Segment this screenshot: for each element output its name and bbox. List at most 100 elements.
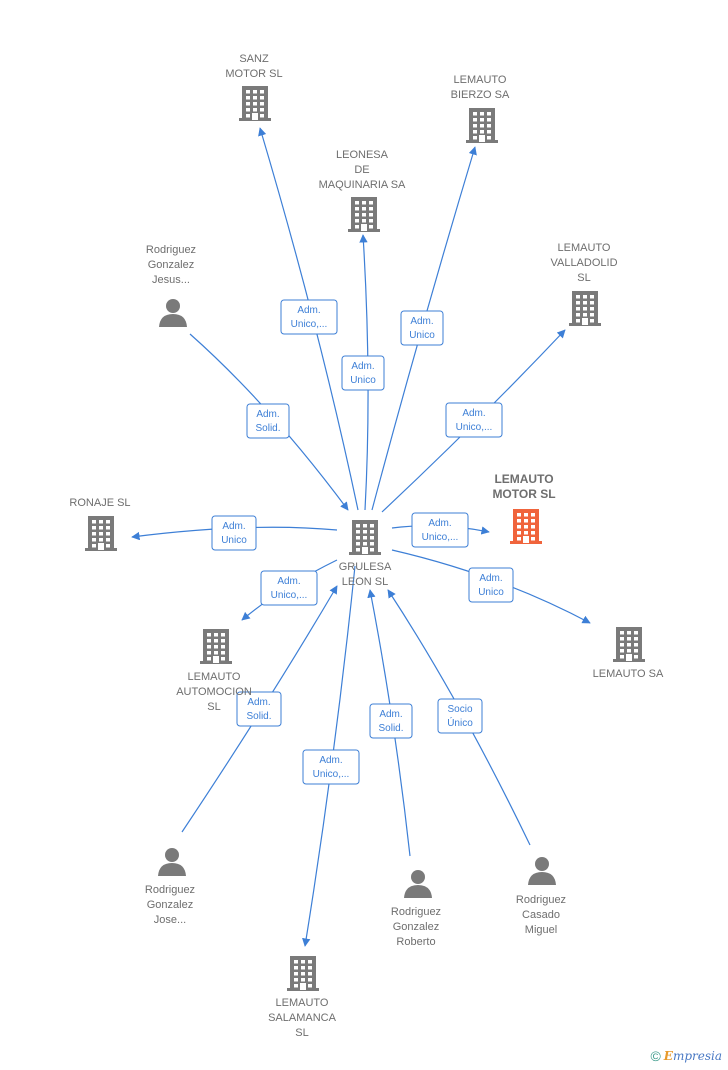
edge-label-text: Adm.	[379, 709, 402, 720]
edge-label-text: Adm.	[247, 697, 270, 708]
edge-label-text: Único	[447, 716, 473, 729]
edge-label-text: Adm.	[351, 361, 374, 372]
edge-label-box	[280, 299, 338, 335]
node-jesus[interactable]: RodriguezGonzalezJesus...	[146, 244, 196, 327]
edge-label-text: Adm.	[410, 316, 433, 327]
building-icon	[569, 291, 601, 326]
building-icon	[510, 509, 542, 544]
edge-label-roberto[interactable]: Adm. Solid.	[369, 703, 413, 739]
edge-label-box	[411, 512, 469, 548]
edge-label-box	[341, 355, 385, 391]
edge-label-leonesa[interactable]: Adm. Unico	[341, 355, 385, 391]
node-label: DE	[354, 164, 369, 176]
node-ronaje[interactable]: RONAJE SL	[69, 497, 131, 551]
edge-label-text: Socio	[447, 704, 472, 715]
node-label: SL	[295, 1027, 308, 1039]
node-label: LEMAUTO SA	[593, 668, 664, 680]
node-label: LEMAUTO	[454, 74, 507, 86]
edge-label-text: Solid.	[378, 723, 403, 734]
edge-label-jesus[interactable]: Adm. Solid.	[246, 403, 290, 439]
edge-label-jose[interactable]: Adm. Solid.	[236, 691, 282, 727]
edge-label-text: Unico,...	[422, 532, 459, 543]
node-bierzo[interactable]: LEMAUTO BIERZO SA	[451, 74, 510, 143]
node-label: Rodriguez	[146, 244, 196, 256]
edge-label-ronaje[interactable]: Adm. Unico	[211, 515, 257, 551]
building-icon	[466, 108, 498, 143]
edge-label-text: Unico	[221, 535, 247, 546]
person-icon	[159, 299, 187, 327]
node-label: Roberto	[396, 936, 435, 948]
edge-label-text: Unico	[350, 375, 376, 386]
building-icon	[613, 627, 645, 662]
edge-label-text: Solid.	[255, 423, 280, 434]
edge-label-automocion[interactable]: Adm.Unico,...	[260, 570, 318, 606]
node-label: Gonzalez	[393, 921, 439, 933]
node-label: Jose...	[154, 914, 186, 926]
building-icon	[200, 629, 232, 664]
edge-label-motor[interactable]: Adm. Unico,...	[411, 512, 469, 548]
edge-label-lemautosa[interactable]: Adm.Unico	[468, 567, 514, 603]
copyright-icon: ©	[650, 1048, 661, 1064]
person-icon	[158, 848, 186, 876]
node-label: AUTOMOCION	[176, 686, 252, 698]
edge-label-box	[236, 691, 282, 727]
edge-label-text: Unico,...	[456, 422, 493, 433]
edge-label-text: Unico,...	[291, 319, 328, 330]
node-label: MOTOR SL	[492, 487, 555, 501]
node-lemautosa[interactable]: LEMAUTO SA	[593, 627, 664, 680]
node-label: Miguel	[525, 924, 557, 936]
node-jose[interactable]: RodriguezGonzalezJose...	[145, 848, 195, 926]
edge-label-box	[437, 698, 483, 734]
node-label: BIERZO SA	[451, 89, 510, 101]
edge-labels-layer: Adm.Unico,...Adm.UnicoAdm.UnicoAdm.Unico…	[211, 299, 514, 785]
building-icon	[85, 516, 117, 551]
node-label: Gonzalez	[148, 259, 194, 271]
empresia-logo[interactable]: Empresia	[663, 1049, 722, 1063]
edge-label-text: Adm.	[256, 409, 279, 420]
edge-label-bierzo[interactable]: Adm. Unico	[400, 310, 444, 346]
edge-label-salamanca[interactable]: Adm. Unico,...	[302, 749, 360, 785]
node-label: Jesus...	[152, 274, 190, 286]
node-label: LEMAUTO	[494, 472, 553, 486]
edge-label-box	[211, 515, 257, 551]
node-label: LEMAUTO	[276, 997, 329, 1009]
edge-label-text: Solid.	[246, 711, 271, 722]
node-label: Rodriguez	[516, 894, 566, 906]
edge-label-text: Adm.	[222, 521, 245, 532]
node-label: MOTOR SL	[225, 68, 282, 80]
edge-label-valladolid[interactable]: Adm.Unico,...	[445, 402, 503, 438]
edge-label-text: Unico	[478, 587, 504, 598]
edge-label-box	[445, 402, 503, 438]
edge-label-text: Unico,...	[313, 769, 350, 780]
edge-label-text: Adm.	[428, 518, 451, 529]
node-label: Casado	[522, 909, 560, 921]
node-label: Gonzalez	[147, 899, 193, 911]
building-icon	[239, 86, 271, 121]
edge-label-box	[246, 403, 290, 439]
edge-label-box	[260, 570, 318, 606]
node-label: SL	[577, 272, 590, 284]
node-label: SALAMANCA	[268, 1012, 337, 1024]
edge-label-text: Unico	[409, 330, 435, 341]
footer-brand: © Empresia	[650, 1048, 722, 1064]
node-label: LEONESA	[336, 149, 389, 161]
edge-label-text: Adm.	[319, 755, 342, 766]
node-salamanca[interactable]: LEMAUTO SALAMANCA SL	[268, 956, 337, 1039]
edge-label-box	[400, 310, 444, 346]
node-label: VALLADOLID	[550, 257, 617, 269]
building-icon	[349, 520, 381, 555]
node-label: Rodriguez	[391, 906, 441, 918]
edge-label-sanz[interactable]: Adm.Unico,...	[280, 299, 338, 335]
building-icon	[348, 197, 380, 232]
